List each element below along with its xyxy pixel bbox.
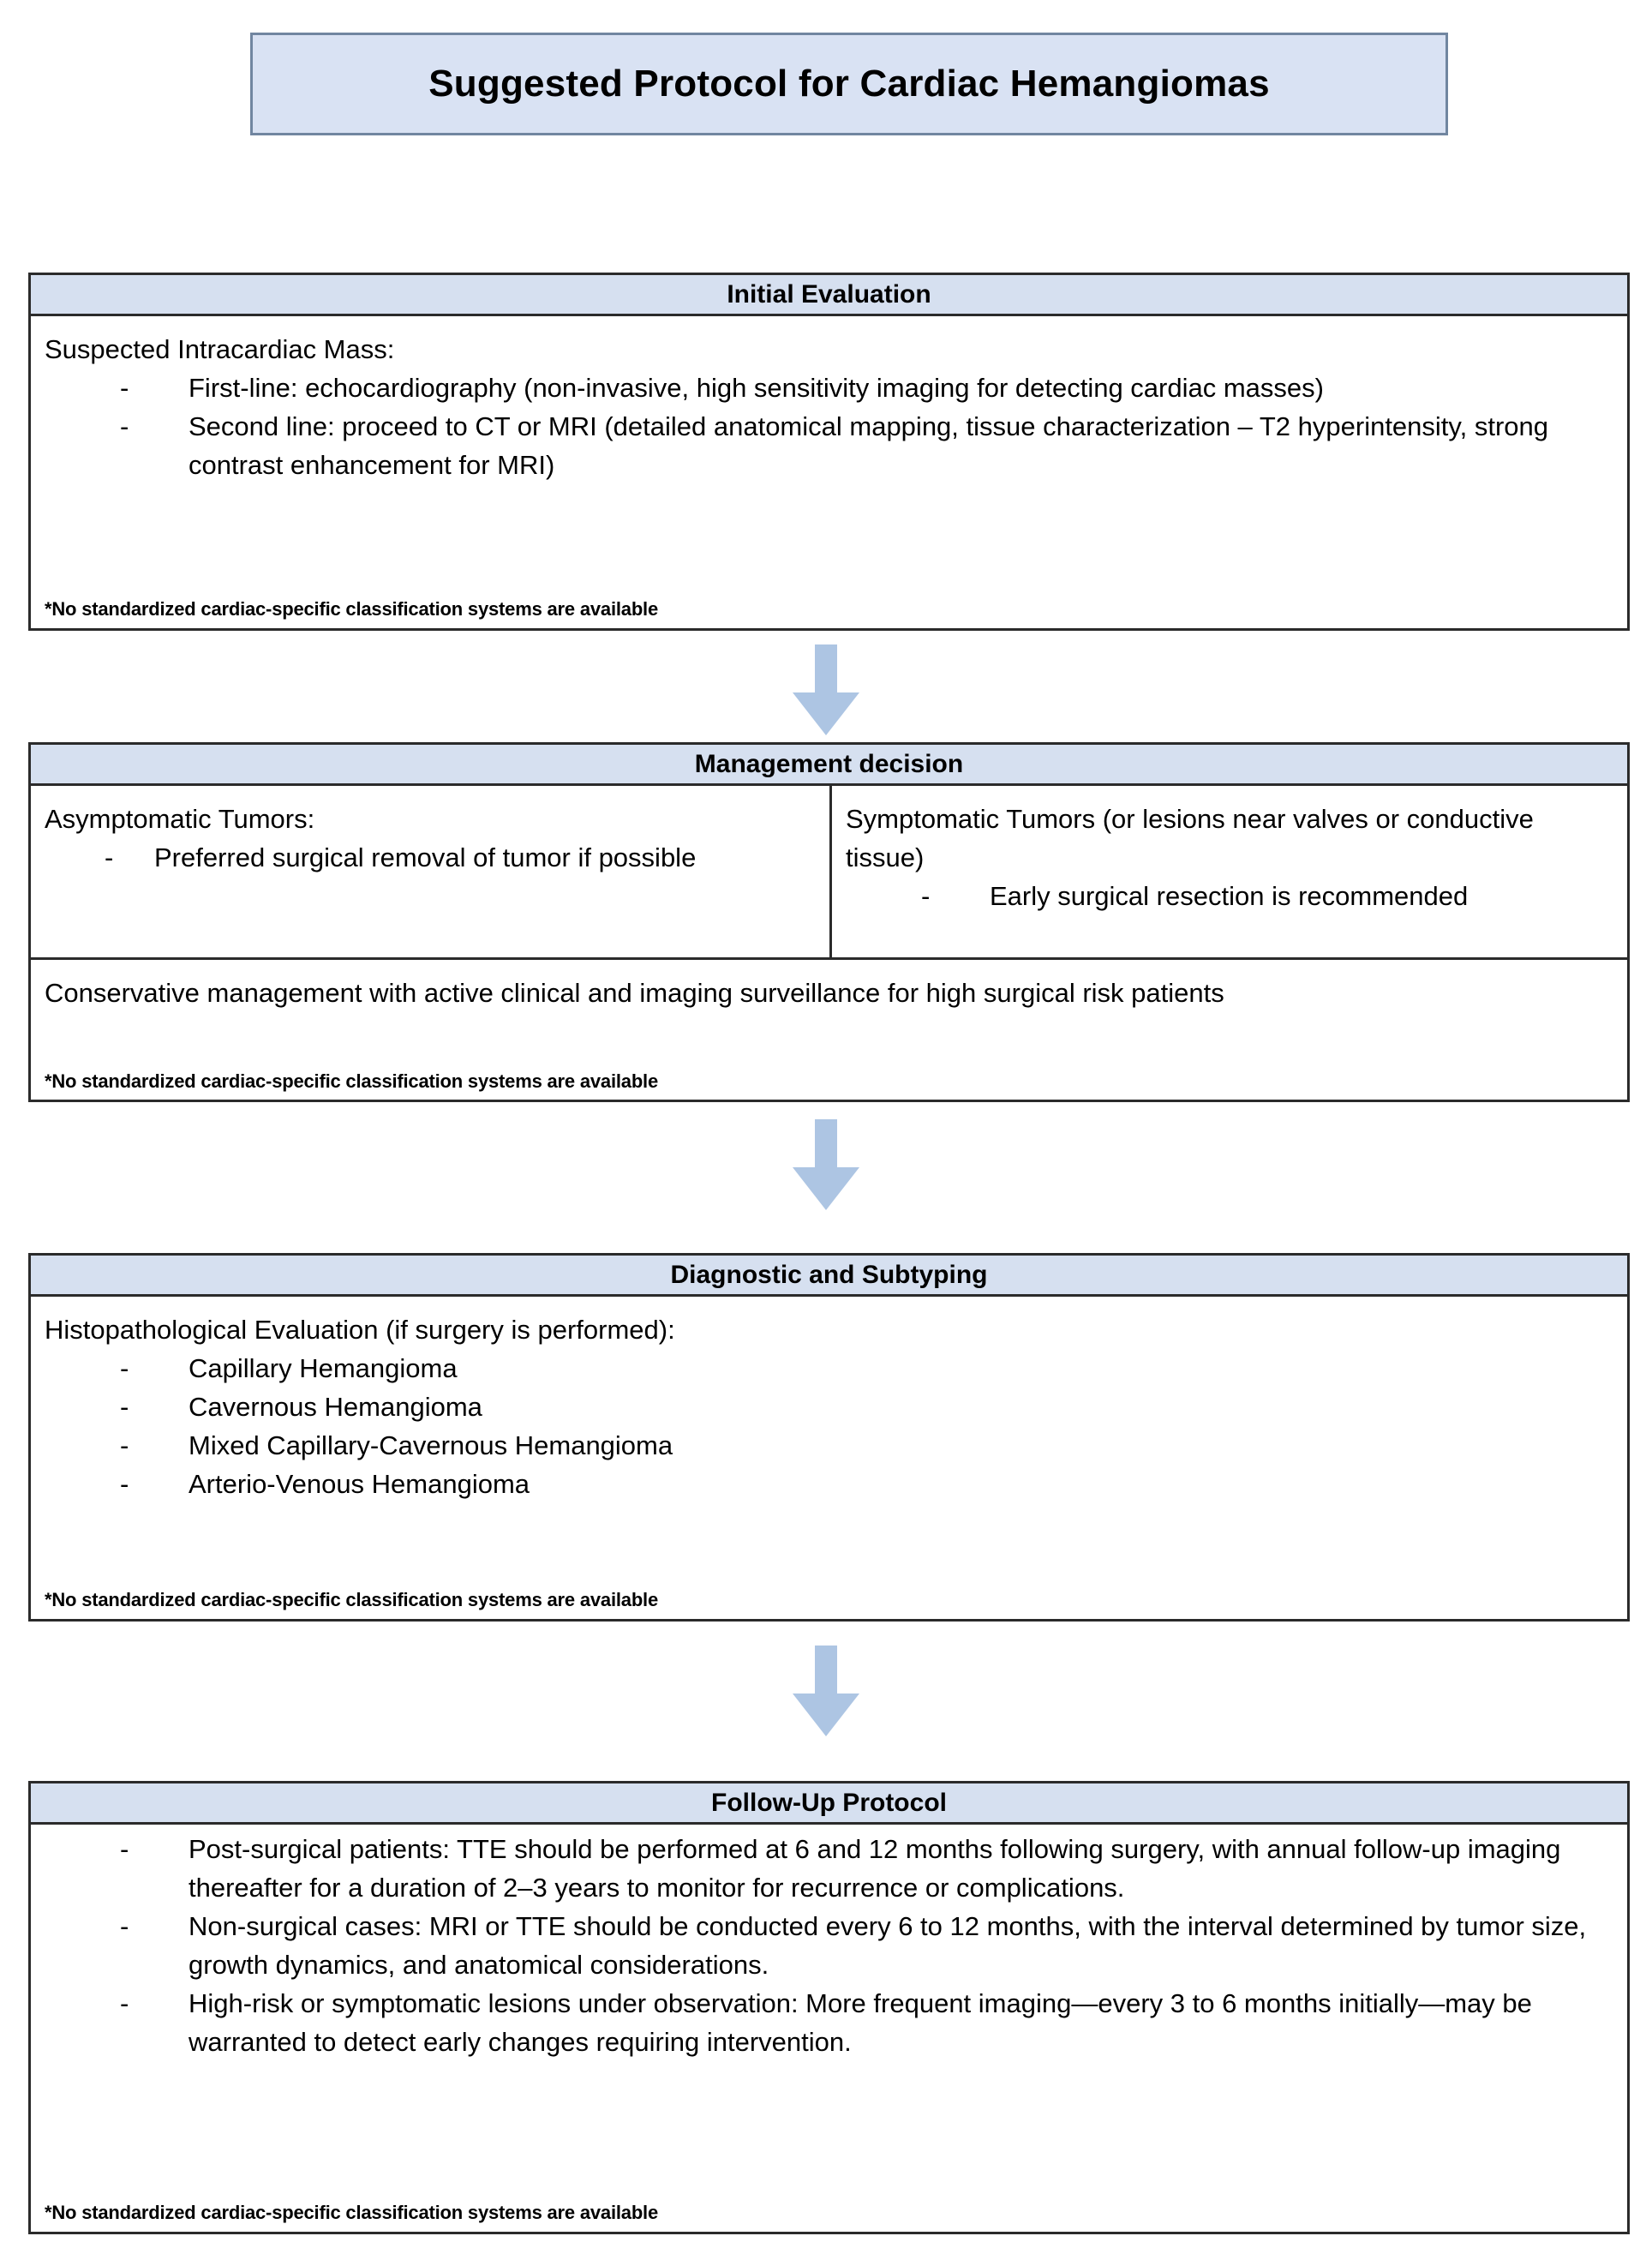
section-diagnostic-and-subtyping: Diagnostic and Subtyping Histopathologic… xyxy=(28,1253,1630,1622)
column-symptomatic: Symptomatic Tumors (or lesions near valv… xyxy=(832,786,1627,957)
section-header-diagnostic-and-subtyping: Diagnostic and Subtyping xyxy=(31,1256,1627,1297)
list-item: - Cavernous Hemangioma xyxy=(45,1388,1613,1426)
list-item-text: Arterio-Venous Hemangioma xyxy=(189,1469,530,1499)
list-item-text: Cavernous Hemangioma xyxy=(189,1392,482,1422)
management-columns: Asymptomatic Tumors: - Preferred surgica… xyxy=(31,786,1627,960)
dash-marker: - xyxy=(120,373,129,403)
bullet-list: - Capillary Hemangioma - Cavernous Heman… xyxy=(45,1349,1613,1503)
list-item-text: Mixed Capillary-Cavernous Hemangioma xyxy=(189,1430,673,1460)
dash-marker: - xyxy=(120,1988,129,2018)
section-header-follow-up-protocol: Follow-Up Protocol xyxy=(31,1783,1627,1825)
section-management-decision: Management decision Asymptomatic Tumors:… xyxy=(28,742,1630,1102)
list-item-text: Capillary Hemangioma xyxy=(189,1353,458,1383)
footnote: *No standardized cardiac-specific classi… xyxy=(45,598,659,620)
list-item-text: Early surgical resection is recommended xyxy=(990,881,1469,911)
list-item: - Non-surgical cases: MRI or TTE should … xyxy=(45,1907,1613,1984)
lead-text: Asymptomatic Tumors: xyxy=(45,804,315,834)
section-title: Follow-Up Protocol xyxy=(711,1788,947,1817)
lead-text: Suspected Intracardiac Mass: xyxy=(45,334,395,364)
lead-text: Histopathological Evaluation (if surgery… xyxy=(45,1315,675,1345)
list-item: - First-line: echocardiography (non-inva… xyxy=(45,369,1613,407)
list-item: - Post-surgical patients: TTE should be … xyxy=(45,1830,1613,1907)
dash-marker: - xyxy=(120,1430,129,1460)
page-title: Suggested Protocol for Cardiac Hemangiom… xyxy=(428,63,1270,105)
section-title: Management decision xyxy=(694,749,964,778)
list-item: - Arterio-Venous Hemangioma xyxy=(45,1465,1613,1503)
bullet-list: - First-line: echocardiography (non-inva… xyxy=(45,369,1613,484)
page-title-banner: Suggested Protocol for Cardiac Hemangiom… xyxy=(250,33,1448,135)
arrow-down-icon-2 xyxy=(789,1119,863,1210)
arrow-down-icon-3 xyxy=(789,1646,863,1736)
management-tail: Conservative management with active clin… xyxy=(31,960,1627,1100)
dash-marker: - xyxy=(120,1469,129,1499)
list-item: - Mixed Capillary-Cavernous Hemangioma xyxy=(45,1426,1613,1465)
dash-marker: - xyxy=(120,411,129,441)
lead-text: Symptomatic Tumors (or lesions near valv… xyxy=(846,804,1534,872)
section-body-diagnostic-and-subtyping: Histopathological Evaluation (if surgery… xyxy=(31,1297,1627,1619)
section-title: Diagnostic and Subtyping xyxy=(670,1260,988,1289)
bullet-list: - Preferred surgical removal of tumor if… xyxy=(45,838,816,877)
dash-marker: - xyxy=(120,1353,129,1383)
list-item-text: Non-surgical cases: MRI or TTE should be… xyxy=(189,1911,1587,1980)
list-item: - Capillary Hemangioma xyxy=(45,1349,1613,1388)
section-body-initial-evaluation: Suspected Intracardiac Mass: - First-lin… xyxy=(31,316,1627,628)
dash-marker: - xyxy=(120,1911,129,1941)
section-initial-evaluation: Initial Evaluation Suspected Intracardia… xyxy=(28,273,1630,631)
arrow-down-icon-1 xyxy=(789,644,863,735)
list-item-text: High-risk or symptomatic lesions under o… xyxy=(189,1988,1532,2057)
dash-marker: - xyxy=(105,842,114,872)
bullet-list: - Post-surgical patients: TTE should be … xyxy=(45,1830,1613,2061)
tail-text: Conservative management with active clin… xyxy=(45,978,1224,1008)
list-item: - Second line: proceed to CT or MRI (det… xyxy=(45,407,1613,484)
dash-marker: - xyxy=(120,1834,129,1864)
section-header-management-decision: Management decision xyxy=(31,745,1627,786)
list-item-text: Preferred surgical removal of tumor if p… xyxy=(154,842,697,872)
list-item: - Early surgical resection is recommende… xyxy=(846,877,1613,915)
list-item: - Preferred surgical removal of tumor if… xyxy=(45,838,816,877)
list-item: - High-risk or symptomatic lesions under… xyxy=(45,1984,1613,2061)
list-item-text: Second line: proceed to CT or MRI (detai… xyxy=(189,411,1548,480)
section-body-follow-up-protocol: - Post-surgical patients: TTE should be … xyxy=(31,1825,1627,2232)
section-header-initial-evaluation: Initial Evaluation xyxy=(31,275,1627,316)
dash-marker: - xyxy=(921,881,931,911)
footnote: *No standardized cardiac-specific classi… xyxy=(45,1070,659,1092)
list-item-text: Post-surgical patients: TTE should be pe… xyxy=(189,1834,1561,1903)
footnote: *No standardized cardiac-specific classi… xyxy=(45,2202,659,2223)
list-item-text: First-line: echocardiography (non-invasi… xyxy=(189,373,1324,403)
footnote: *No standardized cardiac-specific classi… xyxy=(45,1589,659,1610)
column-asymptomatic: Asymptomatic Tumors: - Preferred surgica… xyxy=(31,786,832,957)
bullet-list: - Early surgical resection is recommende… xyxy=(846,877,1613,915)
section-title: Initial Evaluation xyxy=(727,279,931,309)
dash-marker: - xyxy=(120,1392,129,1422)
section-follow-up-protocol: Follow-Up Protocol - Post-surgical patie… xyxy=(28,1781,1630,2234)
